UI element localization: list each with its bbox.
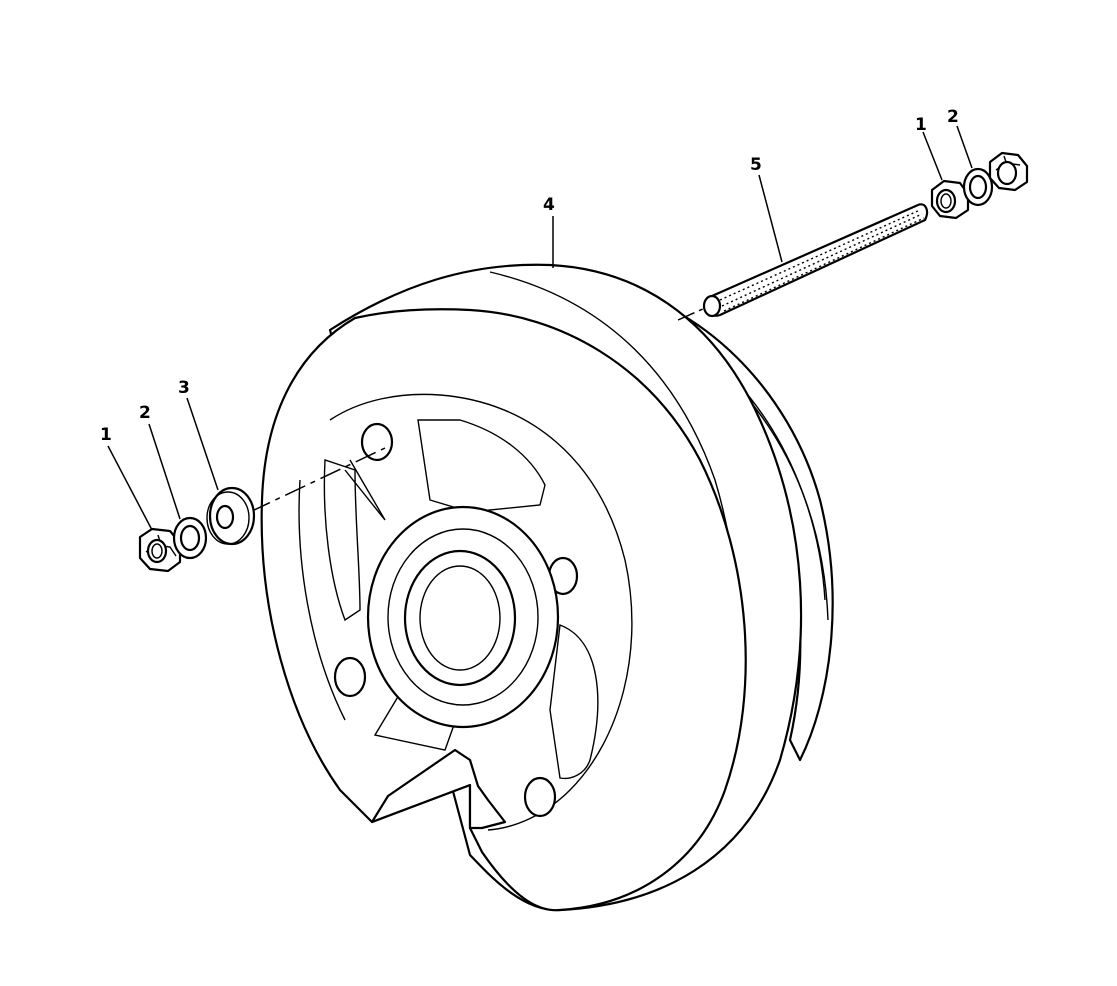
left-lock-washer xyxy=(172,516,208,560)
callout-lockwasher-left: 2 xyxy=(139,403,151,423)
callout-wheel: 4 xyxy=(543,195,555,215)
right-hex-nut xyxy=(930,179,970,220)
callout-nut-right: 1 xyxy=(915,115,927,135)
right-end-nut xyxy=(988,151,1029,192)
threaded-stud xyxy=(677,203,929,321)
bolt-hole xyxy=(523,776,557,818)
wheel-slot xyxy=(370,748,507,830)
idler-wheel xyxy=(260,263,834,912)
callout-lockwasher-right: 2 xyxy=(947,107,959,127)
callout-nut-left: 1 xyxy=(100,425,112,445)
right-lock-washer xyxy=(962,167,994,207)
bolt-hole xyxy=(333,656,367,698)
left-hex-nut xyxy=(138,527,182,573)
leader-lines xyxy=(107,125,973,531)
callout-flatwasher: 3 xyxy=(178,378,190,398)
callout-stud: 5 xyxy=(750,155,762,175)
bolt-hole xyxy=(360,422,394,462)
flat-washer xyxy=(206,486,256,546)
assembly-centerline xyxy=(249,447,386,513)
hub-bore xyxy=(403,549,517,687)
